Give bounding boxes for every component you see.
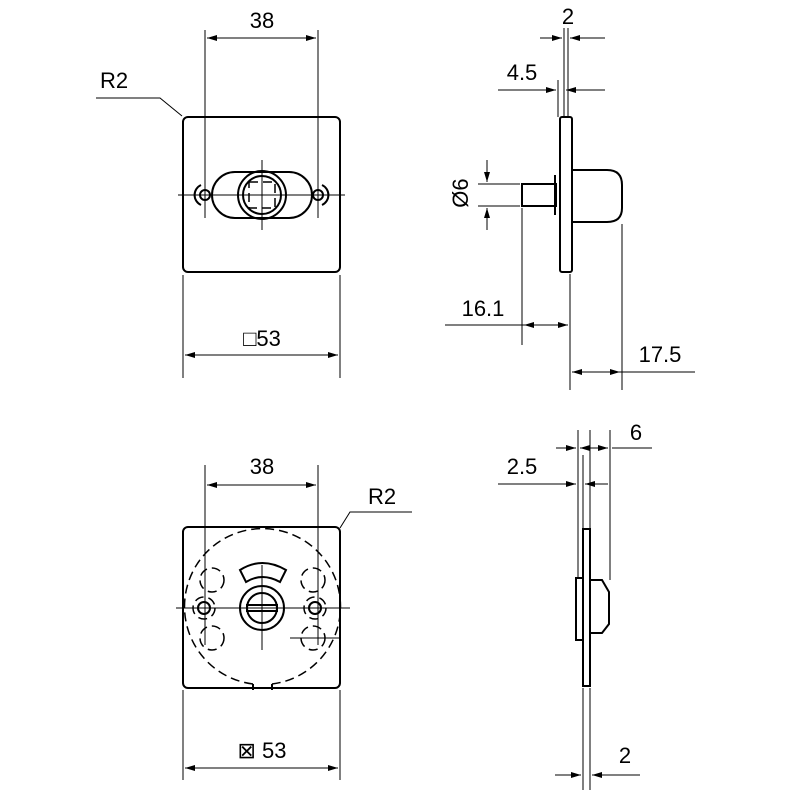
dim-2-label: 2 [619,743,631,768]
plate-side [559,116,573,273]
dim-2-5-label: 2.5 [507,454,538,479]
dim-53-label: □53 [243,326,281,351]
dim-38-label: 38 [250,8,274,33]
indicator-window [238,562,288,584]
dim-6-label: 6 [630,420,642,445]
plate-side [582,528,591,687]
dim-53-label: ⊠ 53 [237,738,286,763]
radius-label: R2 [368,484,396,509]
dim-38-label: 38 [250,454,274,479]
radius-leader [96,97,183,117]
dim-17-5-label: 17.5 [639,342,682,367]
bottom-side-view: 6 2.5 2 [498,420,652,790]
knob-side [572,169,623,223]
top-side-view: 2 4.5 Ø6 16.1 17.5 [445,4,695,390]
diameter-label: Ø6 [448,178,473,207]
screw-hole-left [199,189,211,201]
dim-2-label: 2 [562,4,574,29]
bottom-front-view: 38 R2 ⊠ 53 [176,454,412,780]
top-front-view: 38 R2 □53 [96,8,345,378]
radius-label: R2 [100,68,128,93]
spindle-boss [237,170,287,220]
thumbturn-side [590,579,610,634]
cover-outline-hidden [183,527,342,685]
square-spindle-hidden [248,181,276,209]
dim-16-1-label: 16.1 [462,296,505,321]
dim-4-5-label: 4.5 [507,60,538,85]
cover-side [575,577,584,641]
spindle-side [521,183,557,207]
screw-hole-right [312,189,324,201]
